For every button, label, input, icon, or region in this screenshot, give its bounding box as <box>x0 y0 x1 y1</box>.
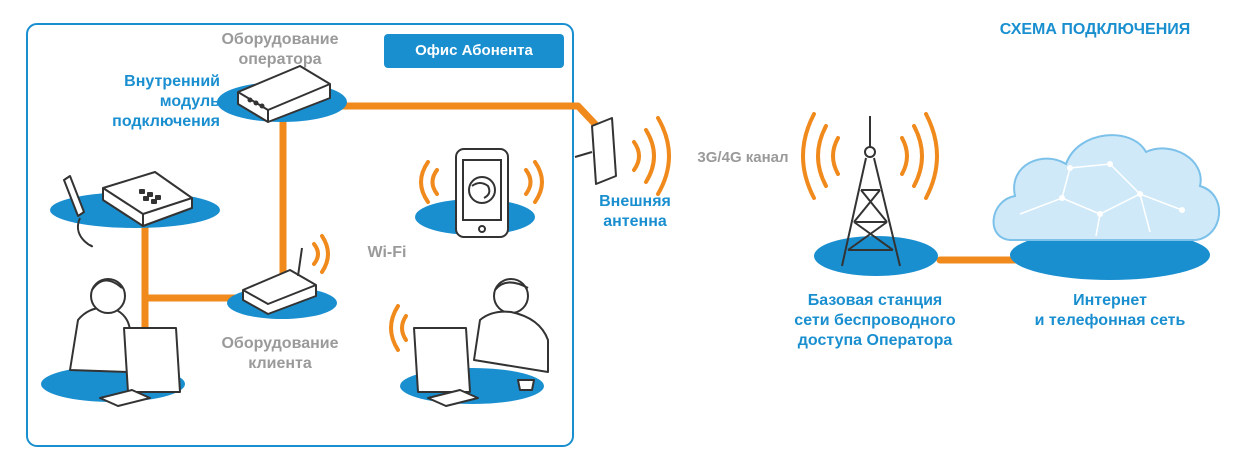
internal-module-label: Внутренний модуль подключения <box>112 73 220 130</box>
channel-label: 3G/4G канал <box>697 149 789 166</box>
cloud-icon <box>992 134 1220 241</box>
router-icon <box>237 65 331 123</box>
internet-label: Интернет и телефонная сеть <box>1034 292 1186 329</box>
diagram-title: СХЕМА ПОДКЛЮЧЕНИЯ <box>999 21 1191 38</box>
operator-person-icon <box>69 278 181 407</box>
office-badge: Офис Абонента <box>384 34 564 68</box>
client-router-icon <box>242 247 317 315</box>
client-equipment-label: Оборудование клиента <box>221 335 339 372</box>
worker-person-icon <box>413 278 549 407</box>
external-antenna-label: Внешняя антенна <box>599 193 671 230</box>
base-station-label: Базовая станция сети беспроводного досту… <box>794 292 956 349</box>
wifi-waves-icon <box>312 112 939 352</box>
antenna-icon <box>574 117 617 185</box>
office-boundary <box>26 23 574 447</box>
wifi-label: Wi-Fi <box>367 244 407 261</box>
operator-equipment-label: Оборудование оператора <box>221 31 339 68</box>
smartphone-icon <box>455 148 509 238</box>
phone-icon <box>63 171 193 248</box>
tower-icon <box>841 116 901 267</box>
